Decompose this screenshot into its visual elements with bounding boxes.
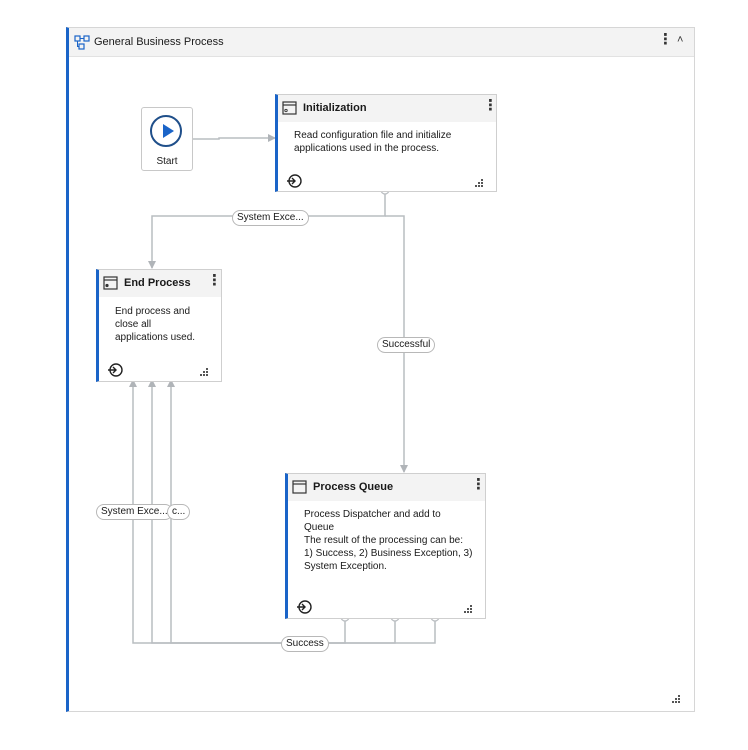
state-icon bbox=[282, 101, 297, 115]
state-header: Process Queue ⋮ bbox=[288, 474, 486, 501]
transition-label-business-exception[interactable]: c... bbox=[167, 504, 191, 520]
transition-label-successful[interactable]: Successful bbox=[377, 337, 436, 353]
entry-action-icon[interactable] bbox=[296, 599, 312, 615]
transition-label-system-exception[interactable]: System Exce... bbox=[232, 210, 309, 226]
state-title: Process Queue bbox=[313, 481, 394, 493]
resize-grip-icon[interactable] bbox=[464, 605, 472, 613]
start-node[interactable]: Start bbox=[141, 107, 193, 171]
resize-grip-icon[interactable] bbox=[200, 368, 208, 376]
state-title: End Process bbox=[124, 277, 191, 289]
kebab-menu-icon[interactable]: ⋮ bbox=[483, 97, 498, 114]
state-header: End Process ⋮ bbox=[99, 270, 222, 297]
state-initialization[interactable]: Initialization ⋮ Read configuration file… bbox=[275, 94, 498, 192]
play-icon bbox=[150, 115, 182, 147]
entry-action-icon[interactable] bbox=[286, 173, 302, 189]
state-description: Read configuration file and initialize a… bbox=[294, 130, 452, 154]
kebab-menu-icon[interactable]: ⋮ bbox=[207, 272, 222, 289]
entry-action-icon[interactable] bbox=[107, 362, 123, 378]
state-process-queue[interactable]: Process Queue ⋮ Process Dispatcher and a… bbox=[285, 473, 486, 619]
collapse-chevrons-icon[interactable]: ˄ bbox=[677, 34, 684, 46]
resize-grip-icon[interactable] bbox=[672, 695, 680, 703]
transition-label-system-exception[interactable]: System Exce... bbox=[96, 504, 173, 520]
state-description: End process and close all applications u… bbox=[115, 306, 196, 343]
start-label: Start bbox=[156, 156, 178, 167]
transition-label-success[interactable]: Success bbox=[281, 636, 329, 652]
state-description: Process Dispatcher and add to Queue The … bbox=[304, 509, 473, 572]
flowchart-icon bbox=[74, 35, 90, 50]
panel-header: General Business Process ⋮ ˄ bbox=[69, 28, 694, 57]
state-icon bbox=[103, 276, 118, 290]
kebab-menu-icon[interactable]: ⋮ bbox=[471, 476, 486, 493]
state-icon bbox=[292, 480, 307, 494]
state-title: Initialization bbox=[303, 102, 367, 114]
resize-grip-icon[interactable] bbox=[475, 179, 483, 187]
panel-title: General Business Process bbox=[94, 36, 224, 48]
state-header: Initialization ⋮ bbox=[278, 95, 498, 122]
kebab-menu-icon[interactable]: ⋮ bbox=[658, 31, 673, 48]
state-end-process[interactable]: End Process ⋮ End process and close all … bbox=[96, 269, 222, 382]
